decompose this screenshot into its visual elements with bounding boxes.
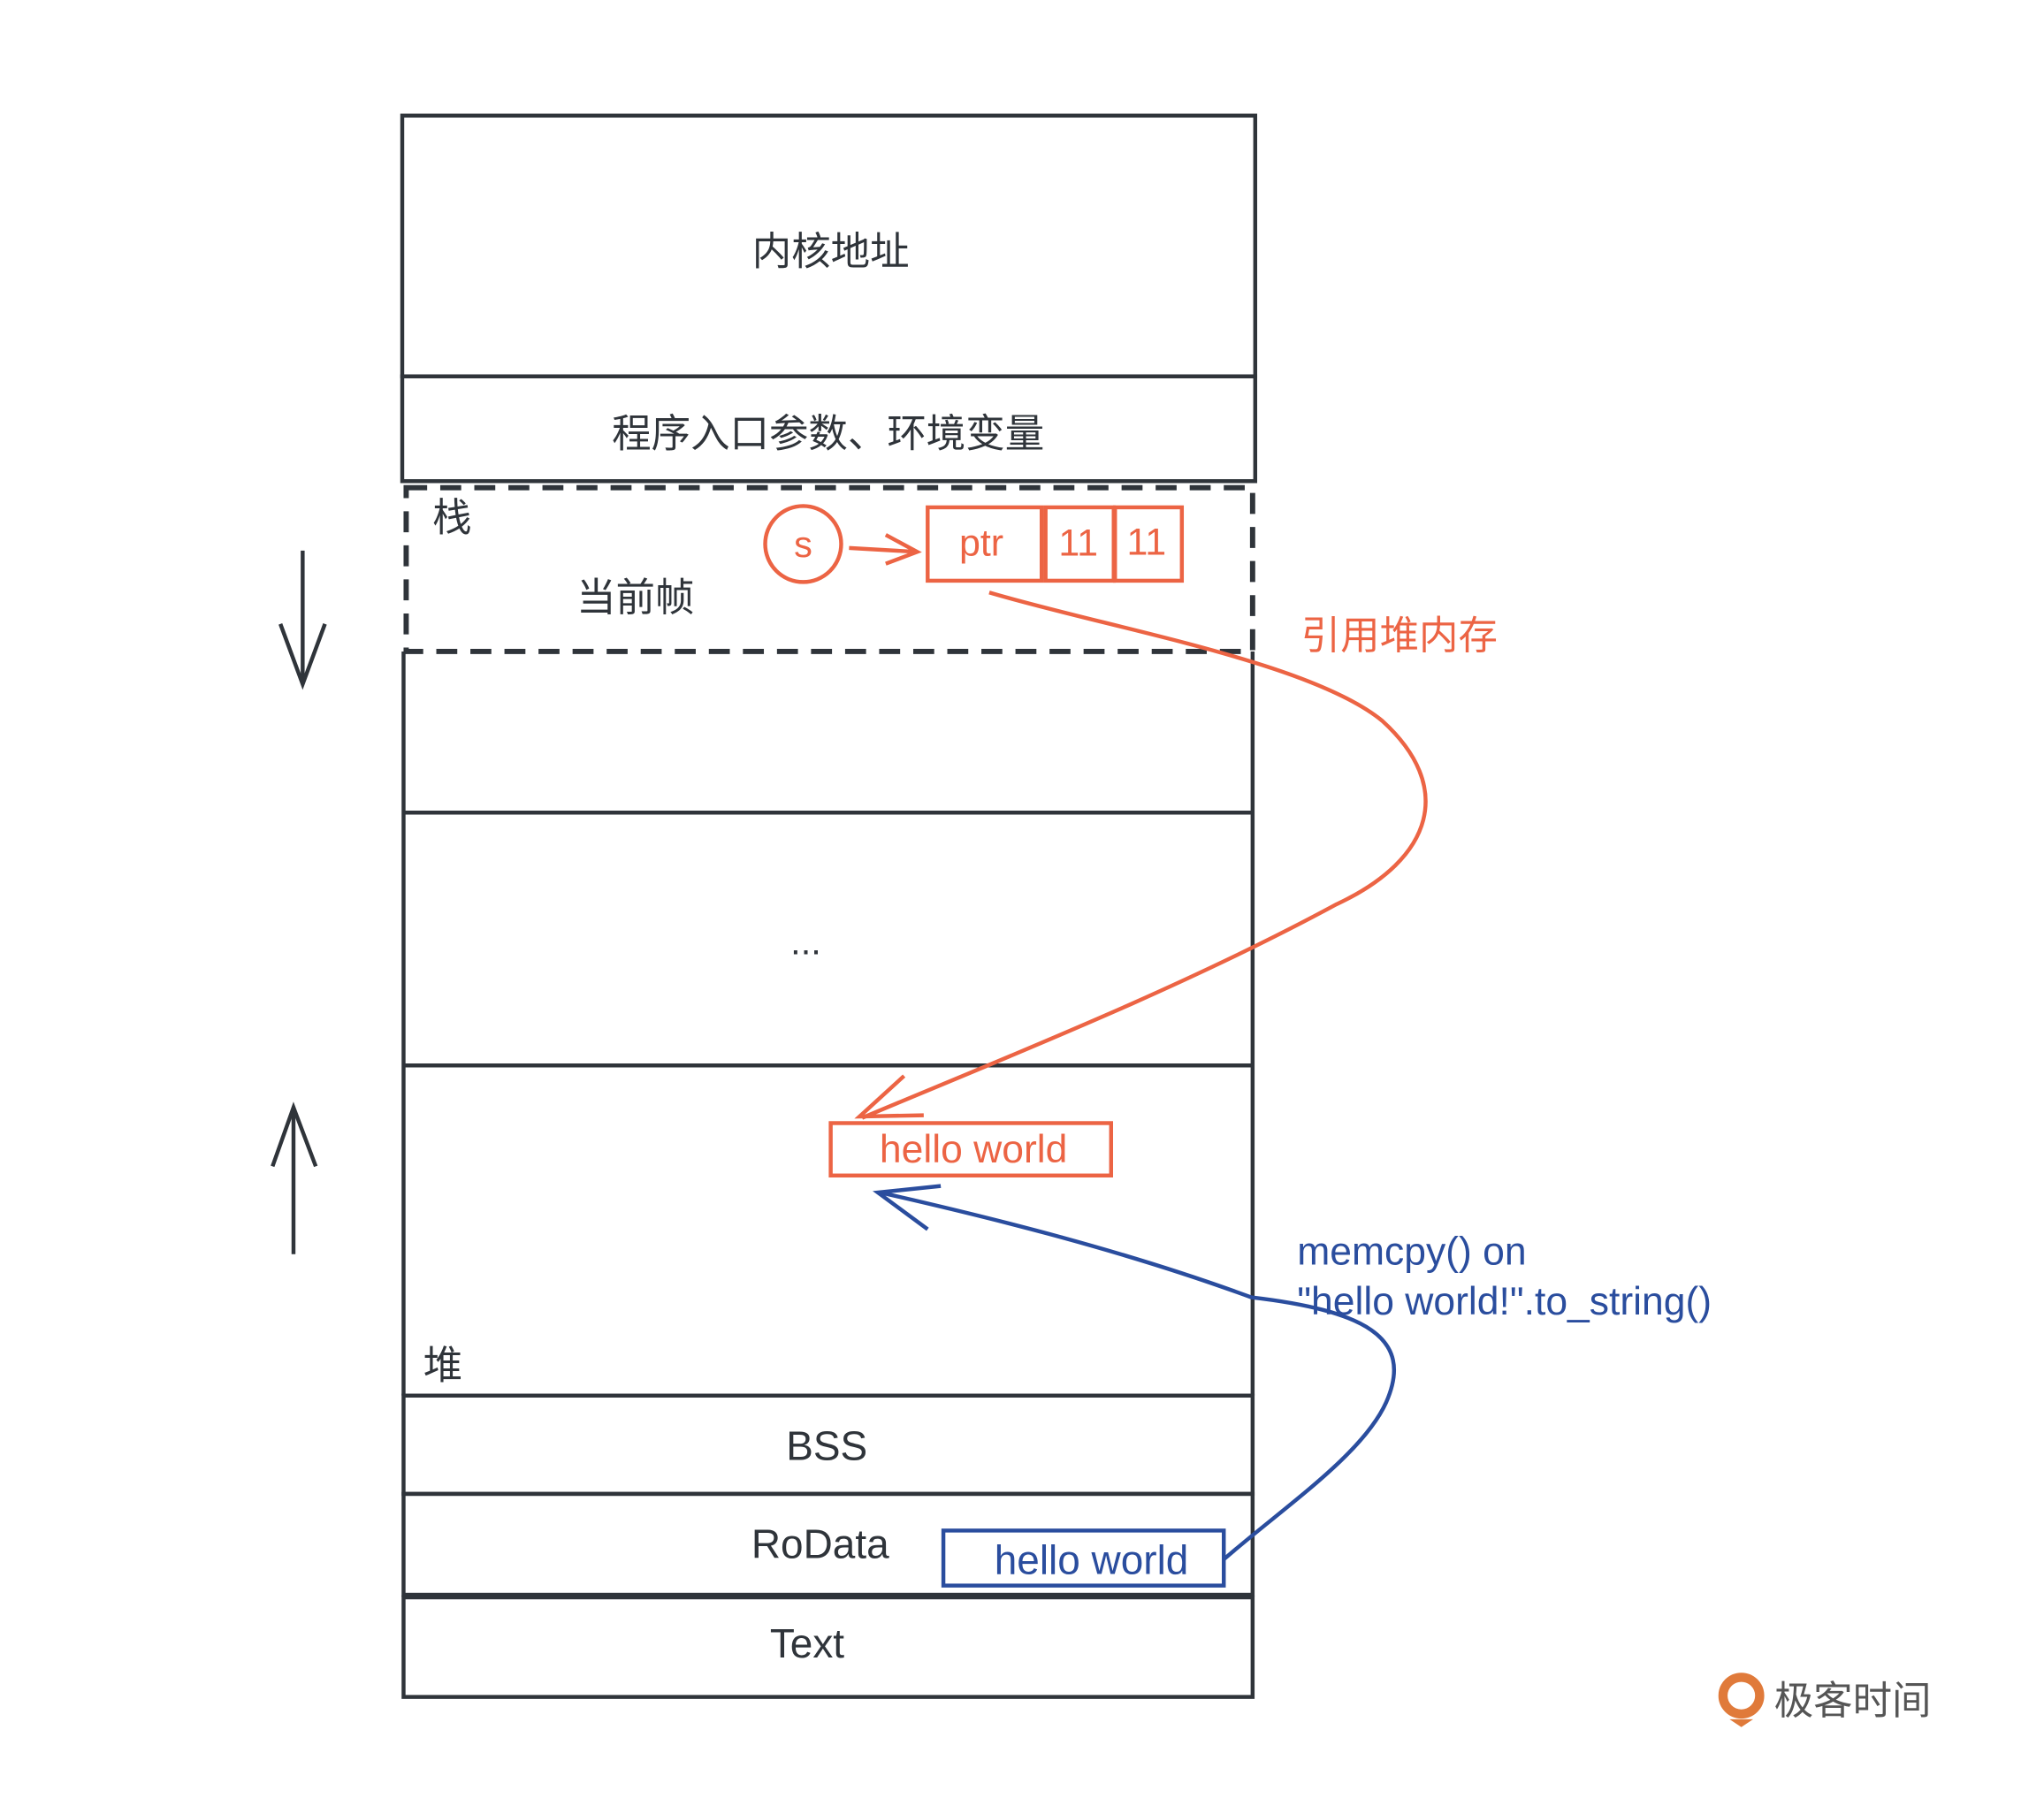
text-segment <box>401 1595 1255 1699</box>
heap-ref-annotation: 引用堆内存 <box>1301 614 1498 658</box>
heap-hello-world-box <box>828 1121 1114 1177</box>
text-label: Text <box>770 1620 844 1666</box>
stack-grows-down-arrow-icon <box>278 550 327 690</box>
memcpy-arrowhead-icon <box>873 1184 942 1231</box>
memcpy-curve <box>880 1190 1397 1561</box>
cap-field <box>1113 505 1185 583</box>
memcpy-annotation-line2: "hello world!".to_string() <box>1297 1280 1712 1323</box>
rodata-label: RoData <box>751 1521 889 1567</box>
current-frame-label: 当前帧 <box>576 576 694 620</box>
current-frame-box <box>403 484 1255 654</box>
logo-mark-icon <box>1718 1673 1765 1719</box>
heap-reference-arrowhead-icon <box>854 1074 924 1119</box>
geektime-logo: 极客时间 <box>1718 1673 1932 1727</box>
var-s-circle <box>763 504 843 584</box>
heap-hello-world-label: hello world <box>880 1128 1068 1171</box>
heap-grows-up-arrow-icon <box>271 1101 318 1254</box>
heap-label: 堆 <box>423 1344 462 1387</box>
ellipsis-label: ... <box>790 920 821 962</box>
memcpy-annotation-line1: memcpy() on <box>1297 1231 1526 1274</box>
bss-label: BSS <box>786 1422 867 1468</box>
heap-reference-curve <box>861 591 1428 1120</box>
rodata-hello-world-label: hello world <box>995 1536 1189 1582</box>
logo-text: 极客时间 <box>1774 1680 1932 1723</box>
s-to-struct-arrow-icon <box>849 533 922 566</box>
args-env-label: 程序入口参数、环境变量 <box>612 413 1044 456</box>
ptr-label: ptr <box>959 522 1003 565</box>
cap-label: 11 <box>1126 521 1166 563</box>
rodata-segment <box>401 1491 1255 1597</box>
len-label: 11 <box>1058 522 1098 565</box>
var-s-label: s <box>794 523 812 565</box>
stack-label: 栈 <box>432 497 471 540</box>
ptr-field <box>926 505 1044 583</box>
args-env-segment <box>400 374 1258 484</box>
kernel-label: 内核地址 <box>752 231 910 274</box>
